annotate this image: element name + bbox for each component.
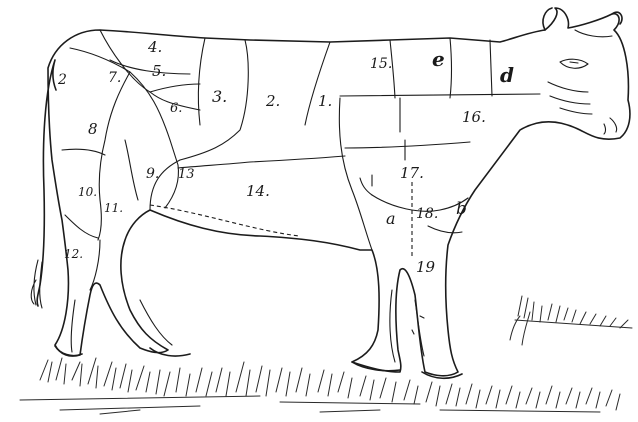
tail: [37, 60, 56, 306]
cut-label-18: 18.: [416, 206, 438, 222]
cut-label-tail-2: 2: [57, 72, 67, 88]
cut-label-15: 15.: [370, 56, 392, 72]
cut-label-10: 10.: [78, 185, 97, 199]
head-detail: [548, 30, 617, 134]
cut-label-9: 9.: [146, 166, 159, 182]
cut-label-12: 12.: [64, 247, 83, 261]
cut-label-5: 5.: [152, 62, 166, 80]
cut-label-7: 7.: [108, 70, 121, 86]
cut-label-a: a: [386, 209, 396, 228]
cut-label-e: e: [432, 47, 445, 71]
cut-label-3: 3.: [212, 87, 227, 106]
cut-label-b: b: [456, 199, 467, 219]
cut-label-1: 1.: [318, 92, 332, 110]
cut-label-2: 2.: [265, 92, 280, 110]
cut-lines: [62, 30, 540, 290]
cut-label-8: 8: [88, 120, 98, 138]
cut-label-11: 11.: [104, 201, 123, 215]
cut-label-d: d: [500, 63, 514, 87]
cut-label-16: 16.: [462, 108, 486, 126]
cut-label-13: 13: [178, 167, 195, 182]
cut-label-4: 4.: [147, 38, 162, 56]
cut-label-17: 17.: [400, 164, 424, 182]
cut-label-14: 14.: [246, 182, 270, 200]
leg-lines: [71, 290, 424, 362]
cut-label-6: 6.: [170, 101, 182, 116]
cut-label-19: 19: [416, 258, 436, 276]
grass: [20, 296, 632, 414]
